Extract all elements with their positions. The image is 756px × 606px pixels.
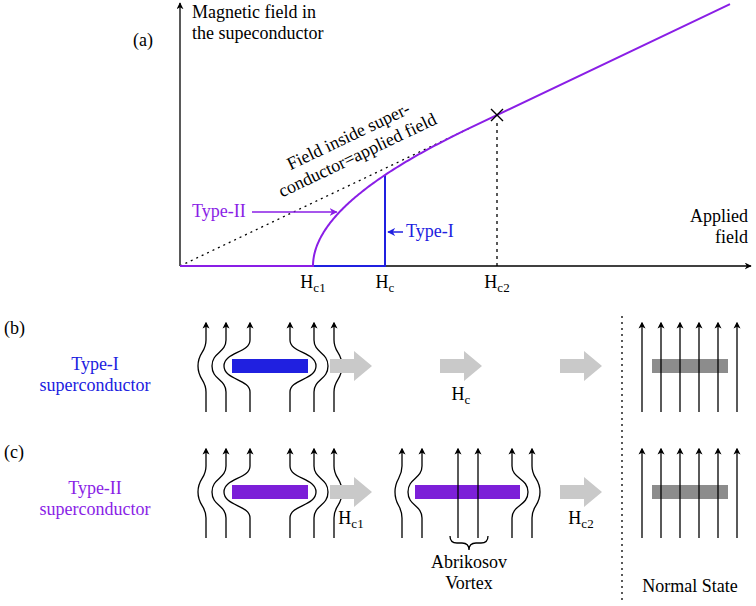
normal-bar [652,485,728,499]
field-line [532,449,540,538]
field-line [477,449,478,538]
hc2-marker-line [496,121,497,266]
field-line [395,449,402,538]
field-tick: Hc1 [300,272,325,293]
type-ii-bar [232,485,308,499]
field-line [198,323,206,412]
panel-label: (a) [133,30,153,51]
transition-arrow [560,477,602,507]
field-line [641,323,642,412]
row-title: Type-I superconductor [30,354,160,396]
transition-label: Hc [452,384,471,405]
field-line [314,323,328,412]
field-line [408,449,422,538]
type-ii-pointer [252,211,337,213]
field-line [290,449,316,538]
vortex-label: Abrikosov Vortex [419,552,519,594]
vortex-brace [450,536,488,550]
transition-arrow [440,351,482,381]
field-line [660,449,661,538]
type-ii-bar [415,485,520,499]
field-line [641,449,642,538]
curve-label: Type-I [406,221,454,242]
field-line [512,449,528,538]
field-line [314,449,328,538]
field-line [736,449,737,538]
hc2-cross [491,109,503,121]
field-tick: Hc2 [484,272,509,293]
field-line [679,323,680,412]
panel-label: (c) [4,442,24,463]
type-i-pointer [388,231,403,233]
state-label: Normal State [642,576,737,597]
transition-arrow [560,351,602,381]
field-line [736,323,737,412]
transition-label: Hc2 [568,508,593,529]
field-line [198,449,206,538]
normal-bar [652,359,728,373]
transition-label: Hc1 [338,508,363,529]
line-label: Field inside super- conductor=applied fi… [254,84,453,208]
field-line [290,323,316,412]
transition-arrow [330,351,372,381]
y-axis [179,3,180,266]
state-divider [621,316,622,600]
curve-label: Type-II [190,201,248,222]
transition-arrow [330,477,372,507]
field-line [698,449,699,538]
axis-label: Magnetic field in the supeconductor [192,2,342,44]
row-title: Type-II superconductor [30,478,160,520]
type-ii-curve [180,4,730,266]
field-line [717,449,718,538]
field-line [679,449,680,538]
axis-label: Applied field [676,206,748,248]
field-line [660,323,661,412]
field-line [698,323,699,412]
field-line [457,449,458,538]
field-line [224,449,250,538]
type-i-bar [232,359,308,373]
panel-label: (b) [4,318,25,339]
field-line [717,323,718,412]
field-line [224,323,250,412]
field-tick: Hc [376,272,395,293]
